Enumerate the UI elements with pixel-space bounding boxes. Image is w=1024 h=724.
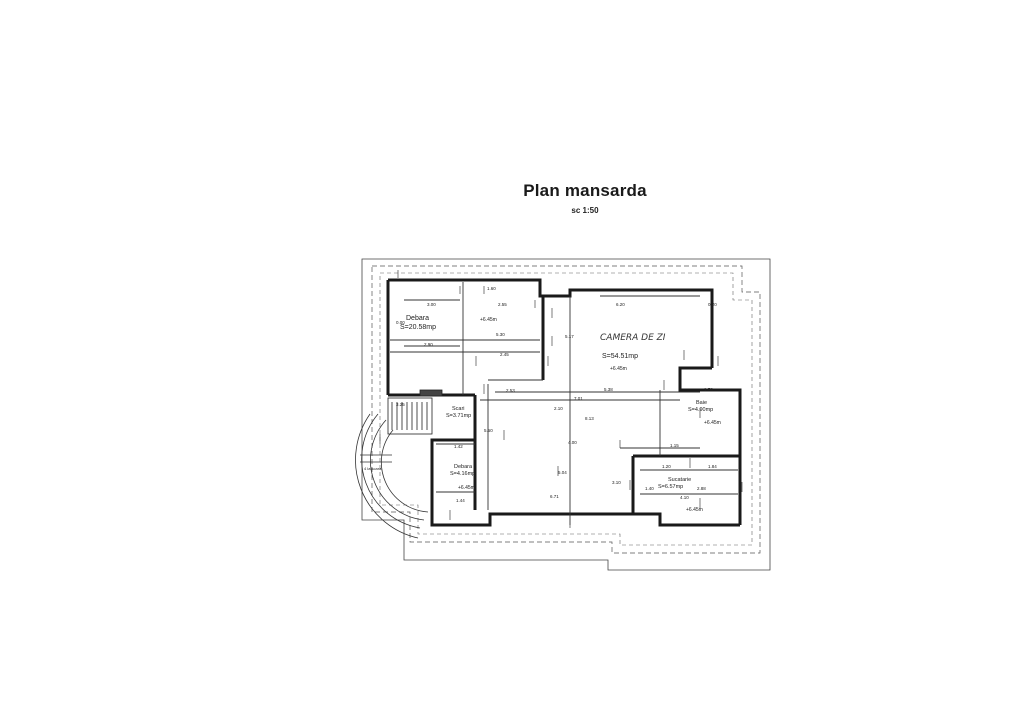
- dim-label: 2.10: [554, 406, 563, 411]
- room-area: S=6.57mp: [658, 484, 683, 490]
- dim-label: 1.60: [487, 286, 496, 291]
- dim-label: 2.55: [498, 302, 507, 307]
- room-area: S=4.90mp: [688, 407, 713, 413]
- dim-label: 2.45: [500, 352, 509, 357]
- dim-label: 1.40: [645, 486, 654, 491]
- dim-label: 1.20: [662, 464, 671, 469]
- walls: [386, 278, 742, 527]
- dim-label: 7.01: [574, 396, 583, 401]
- room-area: S=4.16mp: [450, 471, 475, 477]
- dim-label: 5.38: [604, 387, 613, 392]
- dim-label: 2.88: [697, 486, 706, 491]
- dim-label: 5.04: [558, 470, 567, 475]
- room-name: Debara: [406, 315, 429, 322]
- dim-label: 0.20: [708, 302, 717, 307]
- dimension-ticks: [379, 270, 743, 528]
- dim-label: 1.84: [708, 464, 717, 469]
- room-area: S=3.71mp: [446, 413, 471, 419]
- room-level: +6.45m: [704, 420, 721, 426]
- room-level: +6.45m: [610, 366, 627, 372]
- room-labels: Debara S=20.58mp CAMERA DE ZI S=54.51mp …: [400, 315, 721, 513]
- dim-label: 0.00: [396, 320, 405, 325]
- room-name: Sucatarie: [668, 477, 691, 483]
- room-name: Debara: [454, 464, 473, 470]
- dim-label: 1.44: [456, 498, 465, 503]
- dim-label: 6.20: [616, 302, 625, 307]
- room-name: CAMERA DE ZI: [600, 333, 666, 343]
- plan-scale: sc 1:50: [571, 206, 599, 215]
- dim-label: 2.90: [424, 342, 433, 347]
- stair-note: 4 la scara: [364, 466, 382, 471]
- dim-label: 1.78: [704, 387, 713, 392]
- dim-label: 6.71: [550, 494, 559, 499]
- inner-lines: [390, 282, 738, 525]
- dim-label: 3.10: [612, 480, 621, 485]
- dim-label: 1.42: [454, 444, 463, 449]
- room-area: S=20.58mp: [400, 324, 436, 331]
- level-mark: +6.45m: [480, 317, 497, 323]
- room-name: Baie: [696, 400, 707, 406]
- dim-label: 5.30: [496, 332, 505, 337]
- dim-label: 5.50: [484, 428, 493, 433]
- dim-label: 5.17: [565, 334, 574, 339]
- room-name: Scari: [452, 406, 465, 412]
- dim-label: 4.00: [568, 440, 577, 445]
- dim-label: 4.10: [680, 495, 689, 500]
- room-area: S=54.51mp: [602, 353, 638, 360]
- dim-label: 1.15: [670, 443, 679, 448]
- dim-label: 3.25: [396, 402, 405, 407]
- plan-title: Plan mansarda: [523, 181, 647, 200]
- dimension-labels: 3.00 1.60 2.55 6.20 0.20 5.30 2.90 2.45 …: [364, 286, 717, 503]
- dim-label: 2.53: [506, 388, 515, 393]
- roof-dash-outer: [371, 265, 761, 554]
- stair: [387, 389, 443, 435]
- dim-label: 3.00: [427, 302, 436, 307]
- room-level: +6.45m: [686, 507, 703, 513]
- curved-stair: [355, 413, 429, 539]
- roof-outline: [361, 258, 771, 571]
- dim-label: 8.13: [585, 416, 594, 421]
- room-level: +6.45m: [458, 485, 475, 491]
